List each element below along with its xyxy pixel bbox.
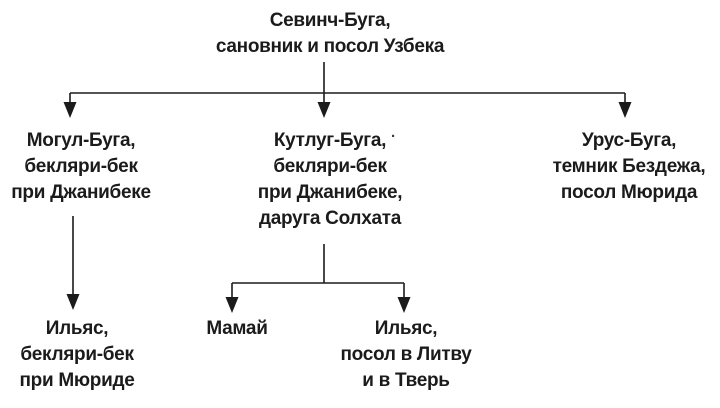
node-text-line: темник Бездежа, — [552, 156, 706, 177]
node-text-line: Кутлуг-Буга, — [273, 130, 387, 151]
node-text-line: при Джанибеке — [11, 182, 151, 203]
node-text-line: Ильяс, — [374, 318, 438, 339]
arrow-down-icon — [618, 102, 632, 118]
node-text-line: при Мюриде — [19, 370, 135, 391]
node-text-line: посол Мюрида — [560, 182, 698, 203]
tree-node-mogul-buga: Могул-Буга, бекляри-бек при Джанибеке — [0, 128, 171, 206]
tree-node-ilyas-beklyaribek: Ильяс, бекляри-бек при Мюриде — [0, 316, 157, 394]
node-text-line: Урус-Буга, — [581, 130, 677, 151]
node-text-line: Севинч-Буга, — [269, 10, 391, 31]
tree-node-kutlug-buga: Кутлуг-Буга, бекляри-бек при Джанибеке, … — [230, 128, 430, 232]
tree-node-urus-buga: Урус-Буга, темник Бездежа, посол Мюрида — [534, 128, 720, 206]
node-text-line: и в Тверь — [362, 370, 450, 391]
arrow-down-icon — [63, 102, 77, 118]
node-text-line: Ильяс, — [45, 318, 109, 339]
node-text-line: бекляри-бек — [20, 344, 134, 365]
arrow-down-icon — [225, 297, 239, 313]
node-text-line: Мамай — [206, 318, 268, 339]
node-text-line: Могул-Буга, — [26, 130, 136, 151]
arrow-down-icon — [66, 294, 80, 310]
node-text-line: бекляри-бек — [273, 156, 387, 177]
node-text-line: посол в Литву — [340, 344, 472, 365]
arrow-down-icon — [397, 297, 411, 313]
tree-node-ilyas-posol: Ильяс, посол в Литву и в Тверь — [326, 316, 486, 394]
arrow-down-icon — [317, 102, 331, 118]
tree-node-mamai: Мамай — [177, 316, 297, 342]
node-text-line: бекляри-бек — [24, 156, 138, 177]
stray-ink-dot: . — [391, 124, 396, 141]
node-text-line: сановник и посол Узбека — [215, 36, 445, 57]
node-text-line: даруга Солхата — [258, 208, 402, 229]
node-text-line: при Джанибеке, — [257, 182, 403, 203]
tree-node-sevinch-buga: Севинч-Буга, сановник и посол Узбека — [190, 8, 470, 60]
